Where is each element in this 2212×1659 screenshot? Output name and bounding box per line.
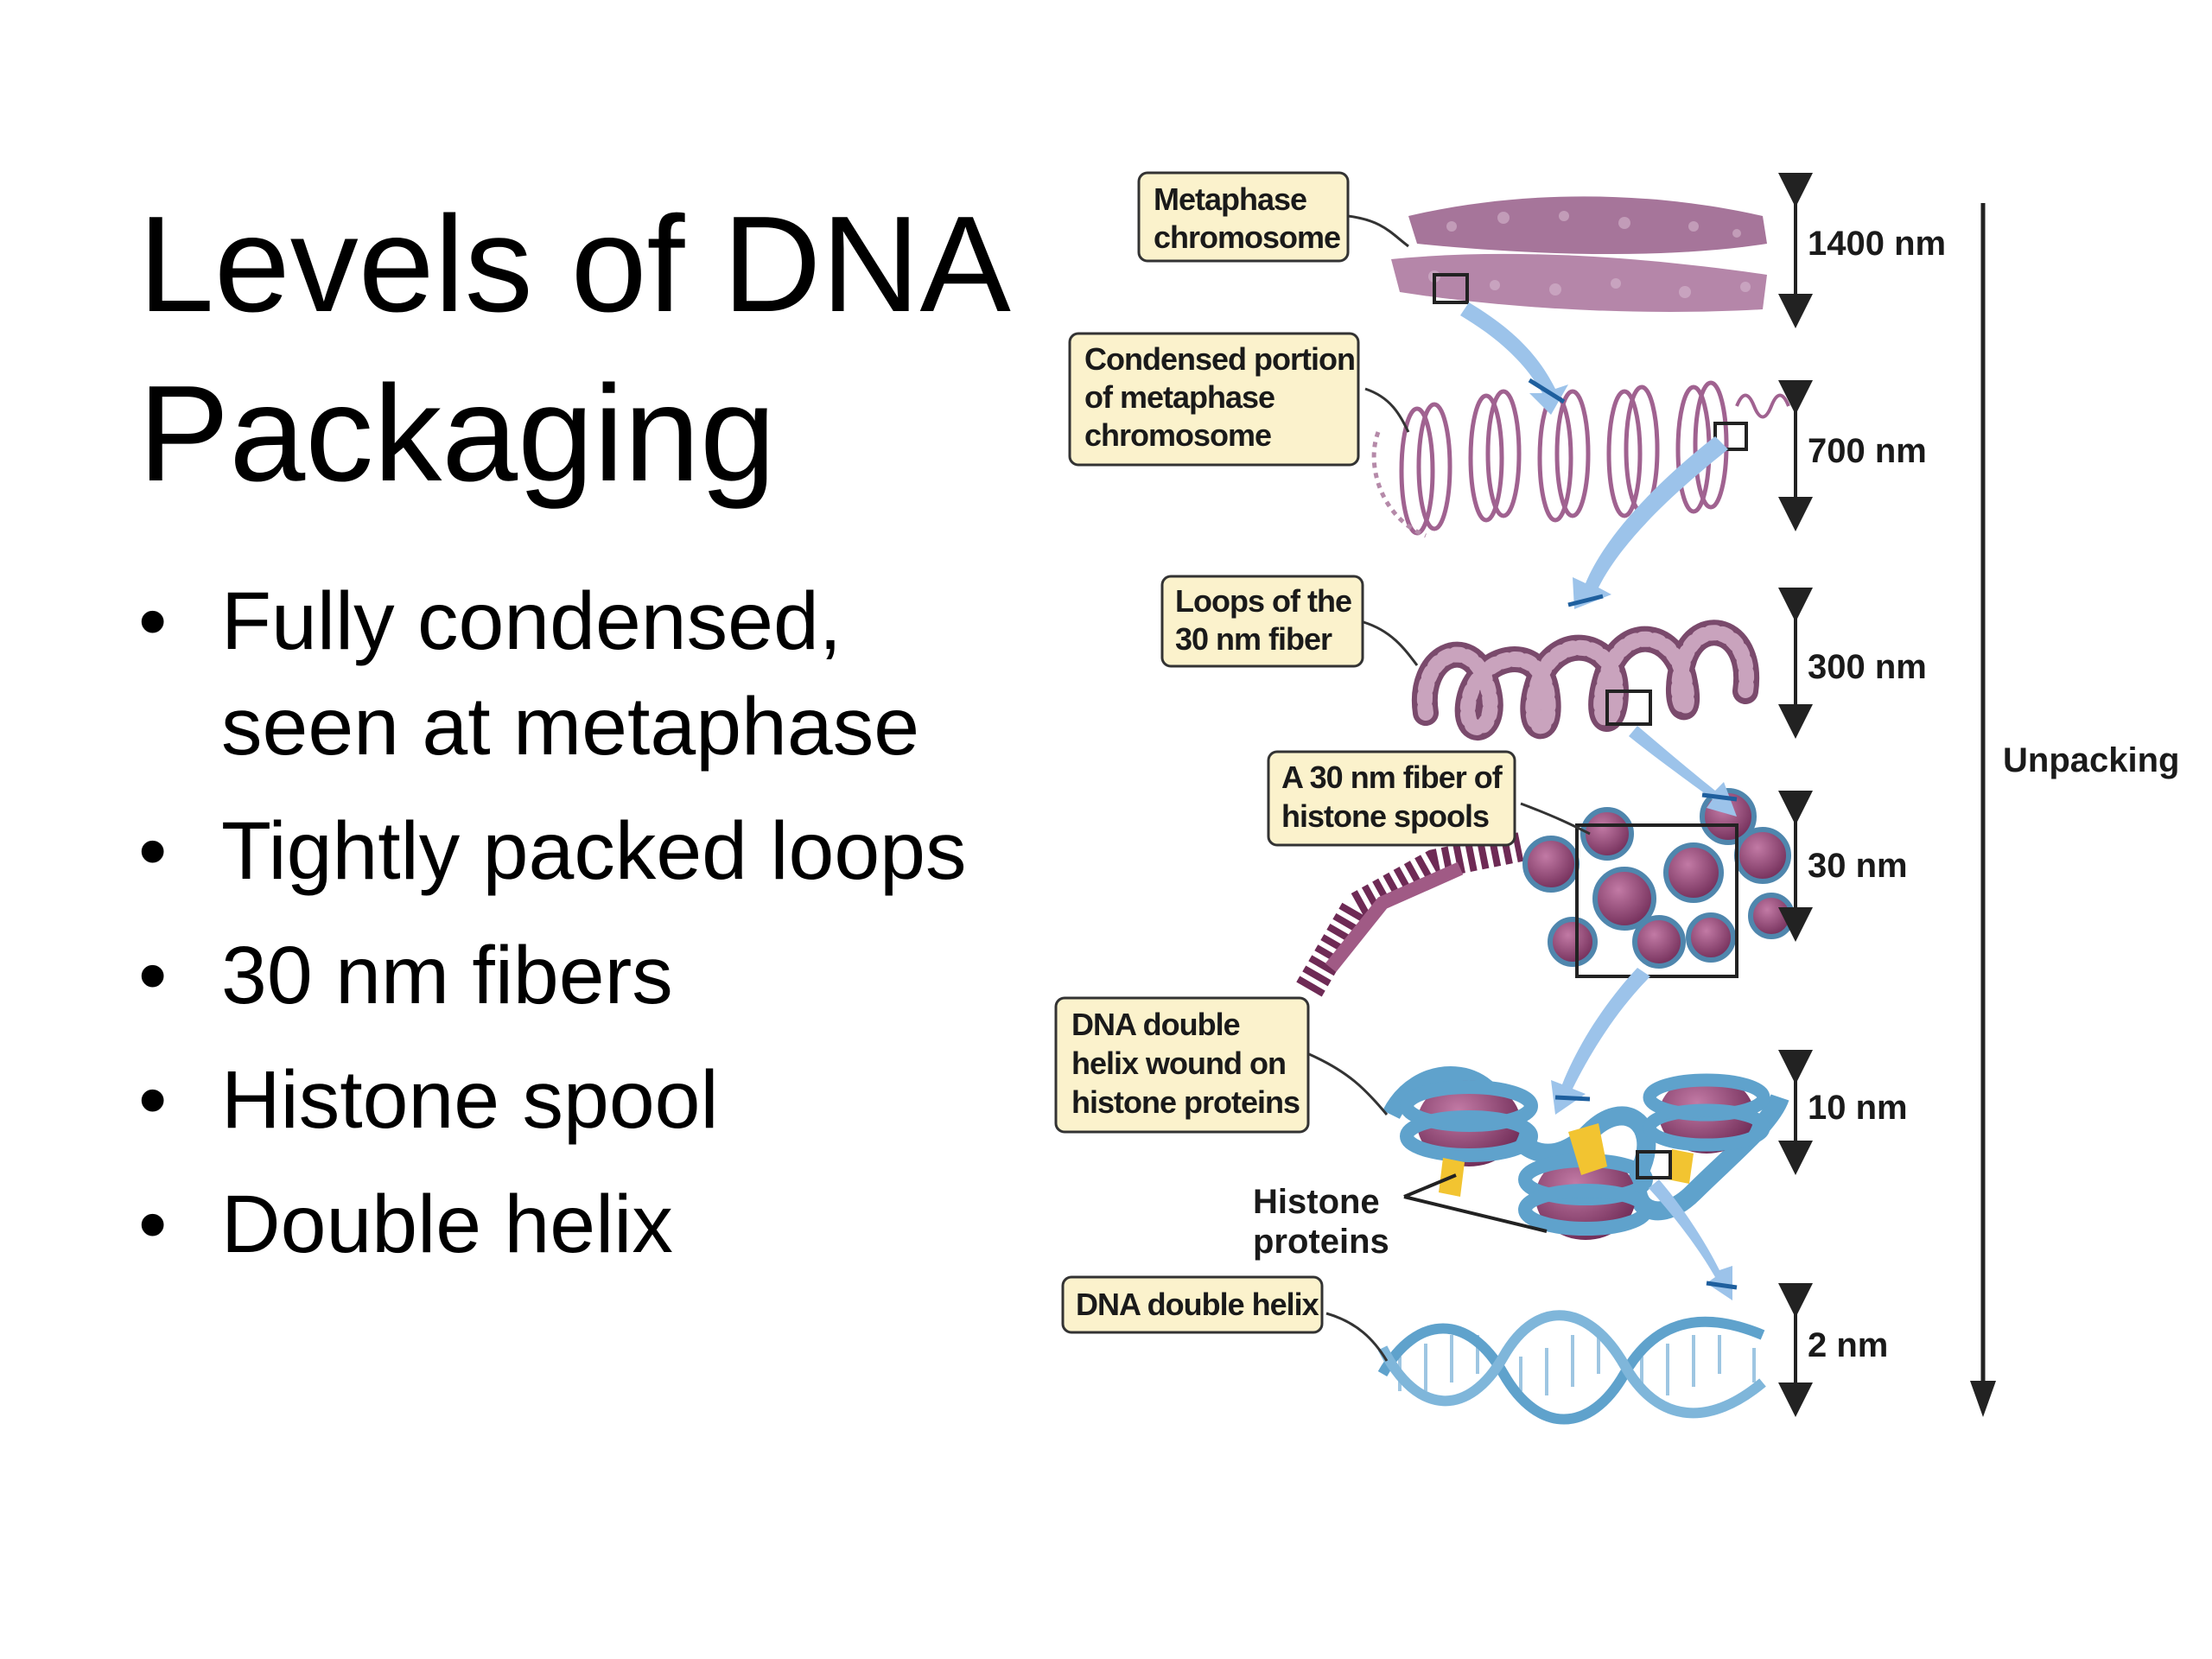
bullet-text: 30 nm fibers — [221, 930, 673, 1021]
condensed-portion-illustration — [1371, 380, 1790, 538]
coil — [1399, 402, 1452, 536]
double-helix-illustration — [1377, 1310, 1766, 1425]
zoom-arrow — [1649, 1179, 1732, 1300]
nucleosome — [1522, 836, 1580, 893]
callout-line: DNA double — [1071, 1007, 1240, 1042]
callout-metaphase-chromosome: Metaphase chromosome — [1137, 171, 1350, 263]
title-line: Levels of DNA — [138, 188, 1011, 340]
nucleosome — [1548, 917, 1598, 967]
callout-line: A 30 nm fiber of — [1281, 760, 1503, 795]
nucleosome — [1748, 893, 1795, 939]
callout-line: Loops of the — [1175, 583, 1351, 619]
title-line: Packaging — [138, 358, 776, 510]
bullet-text: Double helix — [221, 1179, 673, 1270]
linker-histone — [1668, 1149, 1694, 1184]
bullet-item: 30 nm fibers — [138, 923, 1071, 1028]
zoom-box — [1605, 690, 1652, 726]
histone-core — [1643, 1073, 1770, 1154]
nucleosome — [1686, 912, 1736, 963]
bullet-text: Histone spool — [221, 1054, 719, 1146]
bullet-text: seen at metaphase — [221, 681, 920, 772]
chromatid-upper — [1408, 196, 1767, 255]
callout-line: histone proteins — [1071, 1084, 1300, 1120]
callout-line: histone spools — [1281, 798, 1489, 834]
chromatid-lower — [1391, 253, 1767, 312]
unpacking-indicator: Unpacking — [1970, 203, 2179, 1417]
callout-line: Metaphase — [1154, 181, 1306, 217]
histone-label-line: Histone — [1253, 1183, 1380, 1221]
callout-line: DNA double helix — [1076, 1287, 1319, 1322]
callout-line: of metaphase — [1084, 379, 1274, 415]
loops-30nm-fiber-illustration — [1411, 620, 1760, 741]
zoom-box — [1433, 273, 1469, 304]
scale-label: 1400 nm — [1808, 225, 1946, 263]
bullet-item: Fully condensed, seen at metaphase — [138, 569, 1071, 779]
callout-dna-wound-on-histones: DNA double helix wound on histone protei… — [1054, 996, 1310, 1134]
bullet-item: Histone spool — [138, 1047, 1071, 1153]
nucleosome — [1663, 842, 1724, 903]
bullet-list: Fully condensed, seen at metaphase Tight… — [138, 569, 1071, 1296]
bullet-item: Double helix — [138, 1172, 1071, 1277]
callout-30nm-fiber-histone-spools: A 30 nm fiber of histone spools — [1267, 750, 1516, 847]
callout-condensed-portion: Condensed portion of metaphase chromosom… — [1068, 332, 1360, 467]
callout-loops-30nm-fiber: Loops of the 30 nm fiber — [1160, 575, 1364, 668]
bullet-text: Fully condensed, — [221, 575, 842, 667]
zoom-box — [1636, 1150, 1672, 1179]
callout-line: Condensed portion — [1084, 341, 1355, 377]
unpacking-arrowhead — [1970, 1381, 1996, 1417]
callout-dna-double-helix: DNA double helix — [1061, 1275, 1324, 1334]
scale-label: 10 nm — [1808, 1089, 1908, 1127]
callout-line: chromosome — [1084, 417, 1271, 453]
bullet-item: Tightly packed loops — [138, 798, 1071, 904]
nucleosome-illustration — [1382, 1066, 1789, 1240]
scale-label: 700 nm — [1808, 432, 1927, 470]
histone-core — [1400, 1080, 1538, 1166]
metaphase-chromosome-illustration — [1391, 196, 1767, 312]
slide-title: Levels of DNA Packaging — [138, 180, 1046, 518]
zoom-arrow — [1629, 726, 1737, 817]
callout-line: 30 nm fiber — [1175, 621, 1332, 657]
scale-labels: 1400 nm 700 nm 300 nm 30 nm 10 nm 2 nm — [1808, 225, 1946, 1364]
callout-line: chromosome — [1154, 219, 1340, 255]
scale-label: 30 nm — [1808, 847, 1908, 885]
nucleosome — [1734, 827, 1791, 884]
scale-label: 300 nm — [1808, 648, 1927, 686]
linker-histone — [1568, 1123, 1607, 1175]
zoom-arrow — [1573, 436, 1728, 609]
zoom-arrow — [1551, 968, 1650, 1115]
scale-label: 2 nm — [1808, 1326, 1888, 1364]
bullet-text: Tightly packed loops — [221, 805, 967, 897]
histone-proteins-label: Histone proteins — [1253, 1183, 1389, 1261]
nucleosome — [1592, 867, 1656, 931]
histone-spool-fiber-illustration — [1296, 788, 1795, 997]
nucleosome — [1580, 807, 1634, 861]
histone-label-line: proteins — [1253, 1223, 1389, 1261]
callout-line: helix wound on — [1071, 1046, 1286, 1081]
unpacking-label: Unpacking — [2003, 741, 2179, 779]
nucleosome — [1632, 915, 1686, 969]
zoom-arrow — [1460, 302, 1568, 415]
coil — [1468, 389, 1522, 523]
zoom-box — [1575, 823, 1738, 978]
